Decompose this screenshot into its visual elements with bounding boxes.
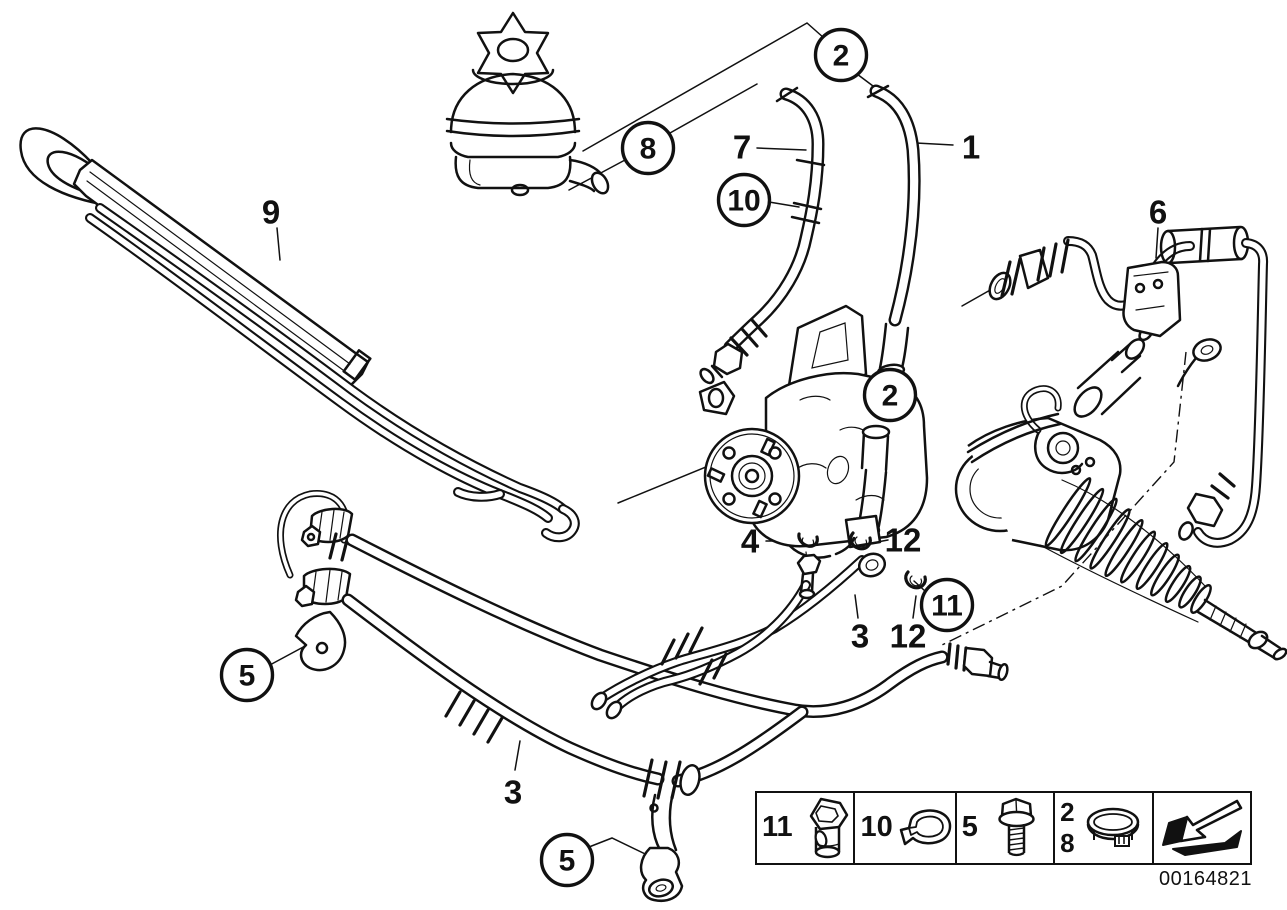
callout-3b[interactable]: 3 [504,774,522,811]
legend-label-8: 8 [1060,828,1075,858]
callout-10[interactable]: 10 [716,172,772,228]
hose-clamp-stack [276,490,354,608]
legend-cell-arrow[interactable] [1154,793,1250,863]
callout-2-mid[interactable]: 2 [862,367,918,423]
hose-clamp-icon [1075,798,1152,858]
legend-label-2: 2 [1060,797,1075,828]
legend: 11 10 5 [755,791,1252,865]
suction-hose-1 [866,84,921,379]
callout-5-bottom[interactable]: 5 [539,832,595,888]
legend-label-5: 5 [961,811,978,844]
callout-6[interactable]: 6 [1149,194,1167,231]
banjo-bolt-icon [793,796,854,860]
callout-1[interactable]: 1 [962,129,980,166]
legend-label-10: 10 [860,811,893,844]
svg-text:11: 11 [931,590,963,623]
legend-cell-11[interactable]: 11 [757,793,856,863]
callout-3a[interactable]: 3 [851,618,869,655]
legend-cell-5[interactable]: 5 [957,793,1056,863]
retaining-clip-icon [893,798,955,858]
callouts-circled[interactable]: 2 8 10 2 11 5 5 [219,27,975,888]
holder-bracket-bottom [639,793,684,902]
hoses-3 [341,533,1009,800]
callout-9[interactable]: 9 [262,194,280,231]
direction-arrow-icon [1154,797,1250,859]
callouts-plain[interactable]: 9 7 1 6 4 12 3 12 3 [262,129,1167,811]
callout-4[interactable]: 4 [741,523,760,560]
hex-bolt-icon [978,796,1053,860]
legend-cell-10[interactable]: 10 [855,793,957,863]
fluid-reservoir [445,11,610,197]
legend-cell-2-8[interactable]: 2 8 [1055,793,1154,863]
svg-text:2: 2 [833,40,850,73]
callout-12b[interactable]: 12 [890,618,927,655]
callout-11[interactable]: 11 [919,577,975,633]
return-hose-7 [699,86,826,385]
svg-text:8: 8 [640,133,657,166]
callout-12a[interactable]: 12 [885,522,922,559]
svg-text:5: 5 [239,660,256,693]
svg-text:2: 2 [882,380,899,413]
steering-rack [954,260,1287,661]
oil-cooler [19,127,580,543]
legend-label-11: 11 [762,811,793,844]
svg-text:5: 5 [559,845,576,878]
callout-8[interactable]: 8 [620,120,676,176]
document-number: 00164821 [1159,868,1252,890]
callout-7[interactable]: 7 [733,129,751,166]
callout-5-left[interactable]: 5 [219,647,275,703]
holder-bracket-left [294,610,347,672]
svg-text:10: 10 [727,185,760,218]
callout-2-top[interactable]: 2 [813,27,869,83]
pressure-pipe-3 [590,531,927,720]
